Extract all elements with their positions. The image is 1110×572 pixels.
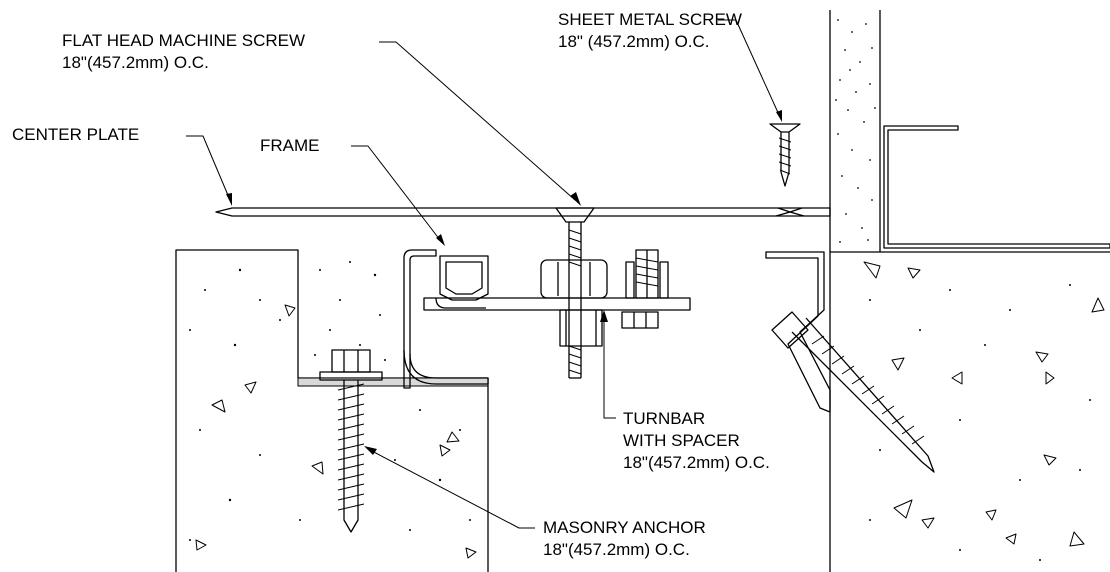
flat-head-machine-screw — [555, 207, 595, 379]
left-concrete-substrate — [175, 249, 489, 572]
turnbar-spacing: 18"(457.2mm) O.C. — [623, 453, 770, 472]
leader-lines — [186, 19, 781, 529]
turnbar — [423, 259, 691, 347]
masonry-anchor — [319, 349, 383, 533]
center-plate — [215, 207, 831, 217]
sheet-metal-screw — [769, 123, 801, 187]
turnbar-label: TURNBAR — [623, 409, 706, 428]
right-angle-bracket — [765, 251, 831, 413]
masonry-anchor-label: MASONRY ANCHOR — [543, 518, 706, 537]
frame-label: FRAME — [260, 136, 320, 155]
sheet-metal-screw-label: SHEET METAL SCREW — [558, 10, 742, 29]
concrete-speckle-left — [189, 261, 471, 541]
wall-angle — [883, 125, 1110, 249]
flat-head-screw-spacing: 18"(457.2mm) O.C. — [62, 53, 209, 72]
masonry-anchor-spacing: 18"(457.2mm) O.C. — [543, 540, 690, 559]
upper-wall — [829, 10, 881, 252]
right-diagonal-anchor — [771, 311, 935, 473]
turnbar-bolt — [621, 249, 669, 329]
turnbar-subtitle: WITH SPACER — [623, 431, 740, 450]
leader-arrowheads — [226, 110, 782, 455]
sheet-metal-screw-spacing: 18" (457.2mm) O.C. — [558, 32, 710, 51]
center-plate-label: CENTER PLATE — [12, 125, 140, 144]
flat-head-screw-label: FLAT HEAD MACHINE SCREW — [62, 31, 306, 50]
filler-layer — [297, 377, 489, 387]
frame — [403, 249, 489, 389]
